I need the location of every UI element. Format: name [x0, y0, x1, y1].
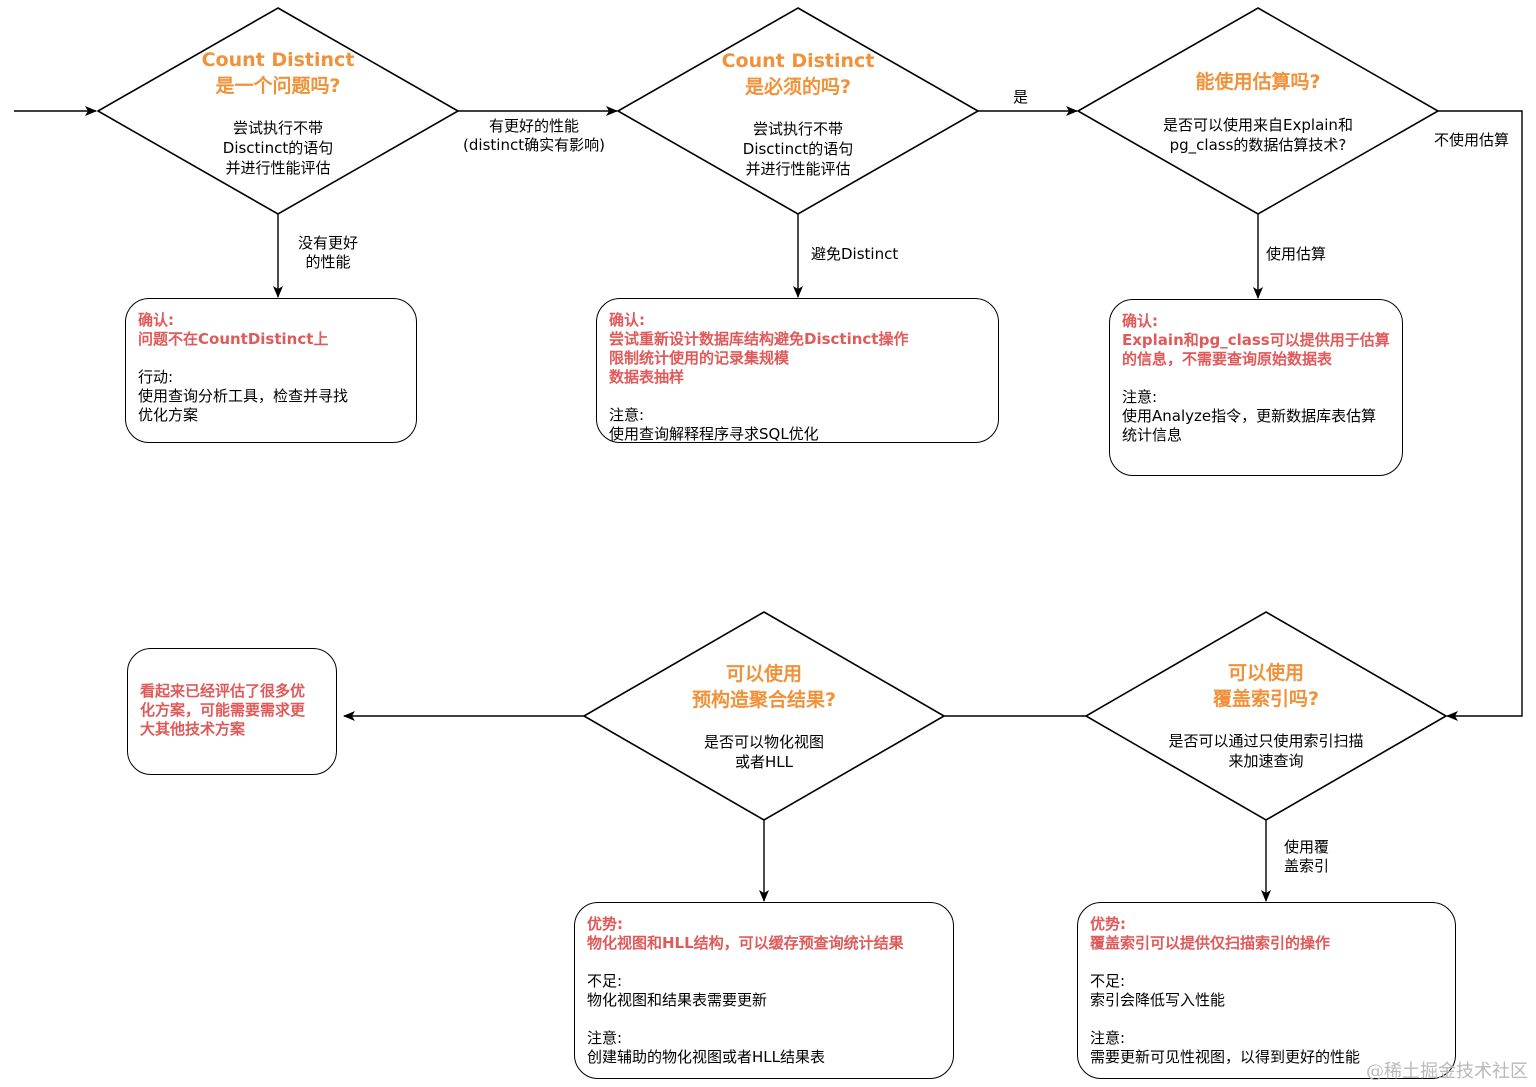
edge-label-yes: 是	[1013, 88, 1029, 106]
arrow-d3-to-d4	[1438, 110, 1523, 721]
edge-label-has-better-line2: (distinct确实有影响)	[463, 136, 605, 154]
box-2-confirm-text-3: 数据表抽样	[609, 368, 685, 386]
decision-1-title: Count Distinct 是一个问题吗?	[178, 47, 378, 99]
box-1-confirm-text: 问题不在CountDistinct上	[138, 330, 329, 348]
decision-3-sub-line2: pg_class的数据估算技术?	[1169, 136, 1347, 154]
decision-diamond-2	[616, 7, 980, 215]
box-3-note-text-1: 使用Analyze指令，更新数据库表估算	[1122, 407, 1377, 425]
edge-label-no-better-line2: 的性能	[305, 253, 351, 271]
decision-5-title-line2: 预构造聚合结果?	[691, 689, 837, 711]
box-1-action-text-2: 优化方案	[138, 406, 199, 424]
decision-2-title-line2: 是必须的吗?	[744, 76, 852, 98]
decision-2-sub-line3: 并进行性能评估	[745, 160, 851, 178]
box-5-note-label: 注意:	[587, 1029, 623, 1047]
decision-1-sub-line1: 尝试执行不带	[232, 119, 323, 137]
box-4-pros-text: 覆盖索引可以提供仅扫描索引的操作	[1090, 934, 1331, 952]
box-5-cons-text: 物化视图和结果表需要更新	[587, 991, 768, 1009]
edge-label-avoid-distinct: 避免Distinct	[811, 245, 899, 263]
decision-2-title-line1: Count Distinct	[721, 50, 875, 72]
edge-label-has-better: 有更好的性能 (distinct确实有影响)	[444, 117, 624, 155]
box-2-confirm-label: 确认:	[609, 311, 645, 329]
box-5-pros-text: 物化视图和HLL结构，可以缓存预查询统计结果	[587, 934, 904, 952]
box-6-text-3: 大其他技术方案	[140, 720, 246, 738]
decision-4-title-line1: 可以使用	[1227, 662, 1304, 684]
box-5-pros-label: 优势:	[587, 915, 623, 933]
box-6-text-2: 化方案，可能需要需求更	[140, 701, 306, 719]
box-6-text-1: 看起来已经评估了很多优	[140, 682, 306, 700]
box-4-cons-text: 索引会降低写入性能	[1090, 991, 1226, 1009]
decision-4-sub-line2: 来加速查询	[1228, 752, 1304, 770]
box-5-cons-label: 不足:	[587, 972, 623, 990]
decision-4-subtitle: 是否可以通过只使用索引扫描 来加速查询	[1146, 731, 1386, 771]
box-4-note-text: 需要更新可见性视图，以得到更好的性能	[1090, 1048, 1361, 1066]
result-box-2: 确认: 尝试重新设计数据库结构避免Disctinct操作 限制统计使用的记录集规…	[596, 298, 999, 443]
decision-5-sub-line1: 是否可以物化视图	[703, 733, 824, 751]
edge-label-use-cover-index: 使用覆 盖索引	[1284, 838, 1329, 876]
decision-1-sub-line2: Disctinct的语句	[222, 139, 334, 157]
result-box-1: 确认: 问题不在CountDistinct上 行动: 使用查询分析工具，检查并寻…	[125, 298, 417, 443]
decision-diamond-3	[1076, 7, 1440, 215]
decision-diamond-4	[1084, 611, 1448, 821]
decision-2-sub-line1: 尝试执行不带	[752, 120, 843, 138]
decision-5-title-line1: 可以使用	[725, 663, 802, 685]
decision-4-title: 可以使用 覆盖索引吗?	[1166, 660, 1366, 712]
result-box-3: 确认: Explain和pg_class可以提供用于估算 的信息，不需要查询原始…	[1109, 299, 1403, 476]
edge-label-no-better: 没有更好 的性能	[288, 234, 368, 272]
decision-3-subtitle: 是否可以使用来自Explain和 pg_class的数据估算技术?	[1138, 115, 1378, 155]
decision-diamond-1	[96, 7, 460, 215]
edge-label-use-estimate: 使用估算	[1266, 245, 1327, 263]
result-box-5: 优势: 物化视图和HLL结构，可以缓存预查询统计结果 不足: 物化视图和结果表需…	[574, 902, 954, 1079]
decision-2-subtitle: 尝试执行不带 Disctinct的语句 并进行性能评估	[698, 119, 898, 179]
watermark: @稀土掘金技术社区	[1366, 1061, 1528, 1082]
decision-3-sub-line1: 是否可以使用来自Explain和	[1163, 116, 1353, 134]
decision-1-title-line1: Count Distinct	[201, 49, 355, 71]
box-3-note-label: 注意:	[1122, 388, 1158, 406]
edge-label-use-cover-line1: 使用覆	[1284, 838, 1330, 856]
decision-3-title: 能使用估算吗?	[1148, 69, 1368, 95]
box-2-confirm-text-2: 限制统计使用的记录集规模	[609, 349, 790, 367]
box-3-confirm-text-2: 的信息，不需要查询原始数据表	[1122, 350, 1333, 368]
decision-diamond-5	[582, 611, 946, 821]
box-1-action-label: 行动:	[138, 368, 174, 386]
decision-5-sub-line2: 或者HLL	[735, 753, 793, 771]
result-box-4: 优势: 覆盖索引可以提供仅扫描索引的操作 不足: 索引会降低写入性能 注意: 需…	[1077, 902, 1456, 1079]
box-2-note-text: 使用查询解释程序寻求SQL优化	[609, 425, 819, 443]
decision-1-sub-line3: 并进行性能评估	[225, 159, 331, 177]
decision-4-title-line2: 覆盖索引吗?	[1212, 688, 1320, 710]
box-1-action-text-1: 使用查询分析工具，检查并寻找	[138, 387, 349, 405]
box-4-note-label: 注意:	[1090, 1029, 1126, 1047]
decision-2-title: Count Distinct 是必须的吗?	[698, 48, 898, 100]
decision-2-sub-line2: Disctinct的语句	[742, 140, 854, 158]
box-4-cons-label: 不足:	[1090, 972, 1126, 990]
decision-1-subtitle: 尝试执行不带 Disctinct的语句 并进行性能评估	[178, 118, 378, 178]
box-1-confirm-label: 确认:	[138, 311, 174, 329]
box-2-note-label: 注意:	[609, 406, 645, 424]
edge-label-has-better-line1: 有更好的性能	[488, 117, 579, 135]
decision-5-title: 可以使用 预构造聚合结果?	[654, 661, 874, 713]
box-2-confirm-text-1: 尝试重新设计数据库结构避免Disctinct操作	[609, 330, 909, 348]
edge-label-no-estimate: 不使用估算	[1434, 131, 1510, 149]
box-4-pros-label: 优势:	[1090, 915, 1126, 933]
box-3-confirm-label: 确认:	[1122, 312, 1158, 330]
decision-4-sub-line1: 是否可以通过只使用索引扫描	[1168, 732, 1364, 750]
edge-label-use-cover-line2: 盖索引	[1284, 857, 1330, 875]
result-box-6: 看起来已经评估了很多优 化方案，可能需要需求更 大其他技术方案	[127, 648, 337, 775]
edge-label-no-better-line1: 没有更好	[297, 234, 358, 252]
box-3-note-text-2: 统计信息	[1122, 426, 1183, 444]
decision-1-title-line2: 是一个问题吗?	[215, 75, 341, 97]
decision-5-subtitle: 是否可以物化视图 或者HLL	[664, 732, 864, 772]
decision-3-title-line1: 能使用估算吗?	[1195, 71, 1321, 93]
box-3-confirm-text-1: Explain和pg_class可以提供用于估算	[1122, 331, 1390, 349]
box-5-note-text: 创建辅助的物化视图或者HLL结果表	[587, 1048, 825, 1066]
